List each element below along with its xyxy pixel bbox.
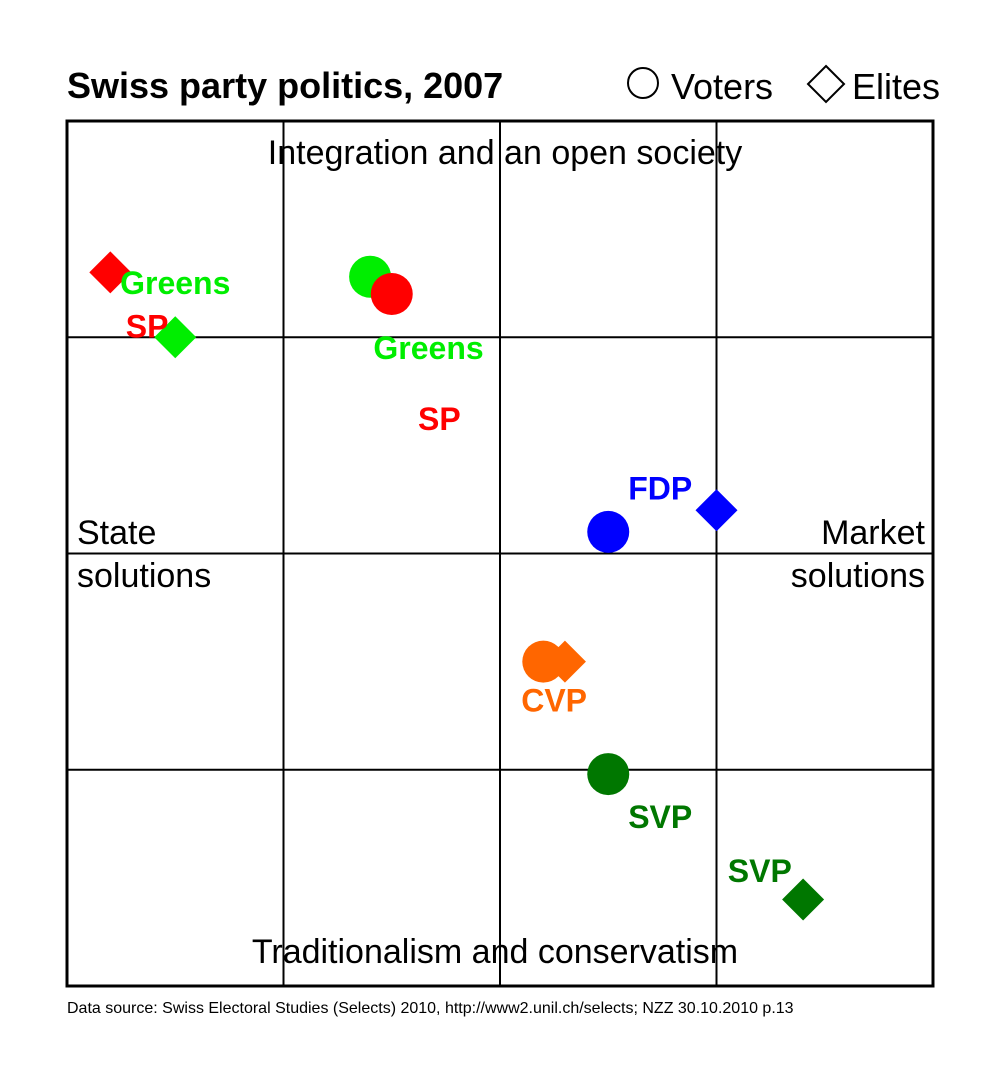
axis-right-label-line2: solutions: [791, 557, 925, 595]
source-note: Data source: Swiss Electoral Studies (Se…: [67, 1000, 794, 1017]
elite-point-svp: [782, 878, 825, 921]
axis-bottom-label: Traditionalism and conservatism: [252, 933, 738, 971]
party-label-sp: SP: [418, 401, 461, 437]
axis-left-label-line1: State: [77, 514, 156, 552]
elite-point-fdp: [695, 489, 738, 532]
party-label-sp: SP: [126, 308, 169, 344]
axis-left-label-line2: solutions: [77, 557, 211, 595]
voter-point-fdp: [587, 510, 630, 553]
legend-voters-label: Voters: [671, 66, 773, 107]
party-label-svp: SVP: [728, 853, 792, 889]
data-marks: [89, 251, 825, 921]
voter-point-svp: [587, 753, 630, 796]
voter-point-cvp: [522, 640, 565, 683]
elite-point-sp: [89, 251, 132, 294]
grid: [65, 119, 935, 988]
chart-title: Swiss party politics, 2007: [67, 65, 503, 106]
party-label-greens: Greens: [120, 265, 230, 301]
legend-voters-marker: [627, 67, 659, 99]
voter-point-sp: [370, 273, 413, 315]
plot-frame: [65, 119, 935, 988]
party-label-cvp: CVP: [521, 682, 587, 718]
party-label-fdp: FDP: [628, 470, 692, 506]
axis-right-label-line1: Market: [821, 514, 925, 552]
elite-point-greens: [154, 316, 197, 359]
axis-top-label: Integration and an open society: [268, 134, 742, 172]
legend-elites-label: Elites: [852, 66, 940, 107]
party-label-greens: Greens: [373, 330, 483, 366]
legend-elites-marker: [806, 64, 846, 104]
party-label-svp: SVP: [628, 799, 692, 835]
legend: Voters Elites: [627, 64, 940, 107]
